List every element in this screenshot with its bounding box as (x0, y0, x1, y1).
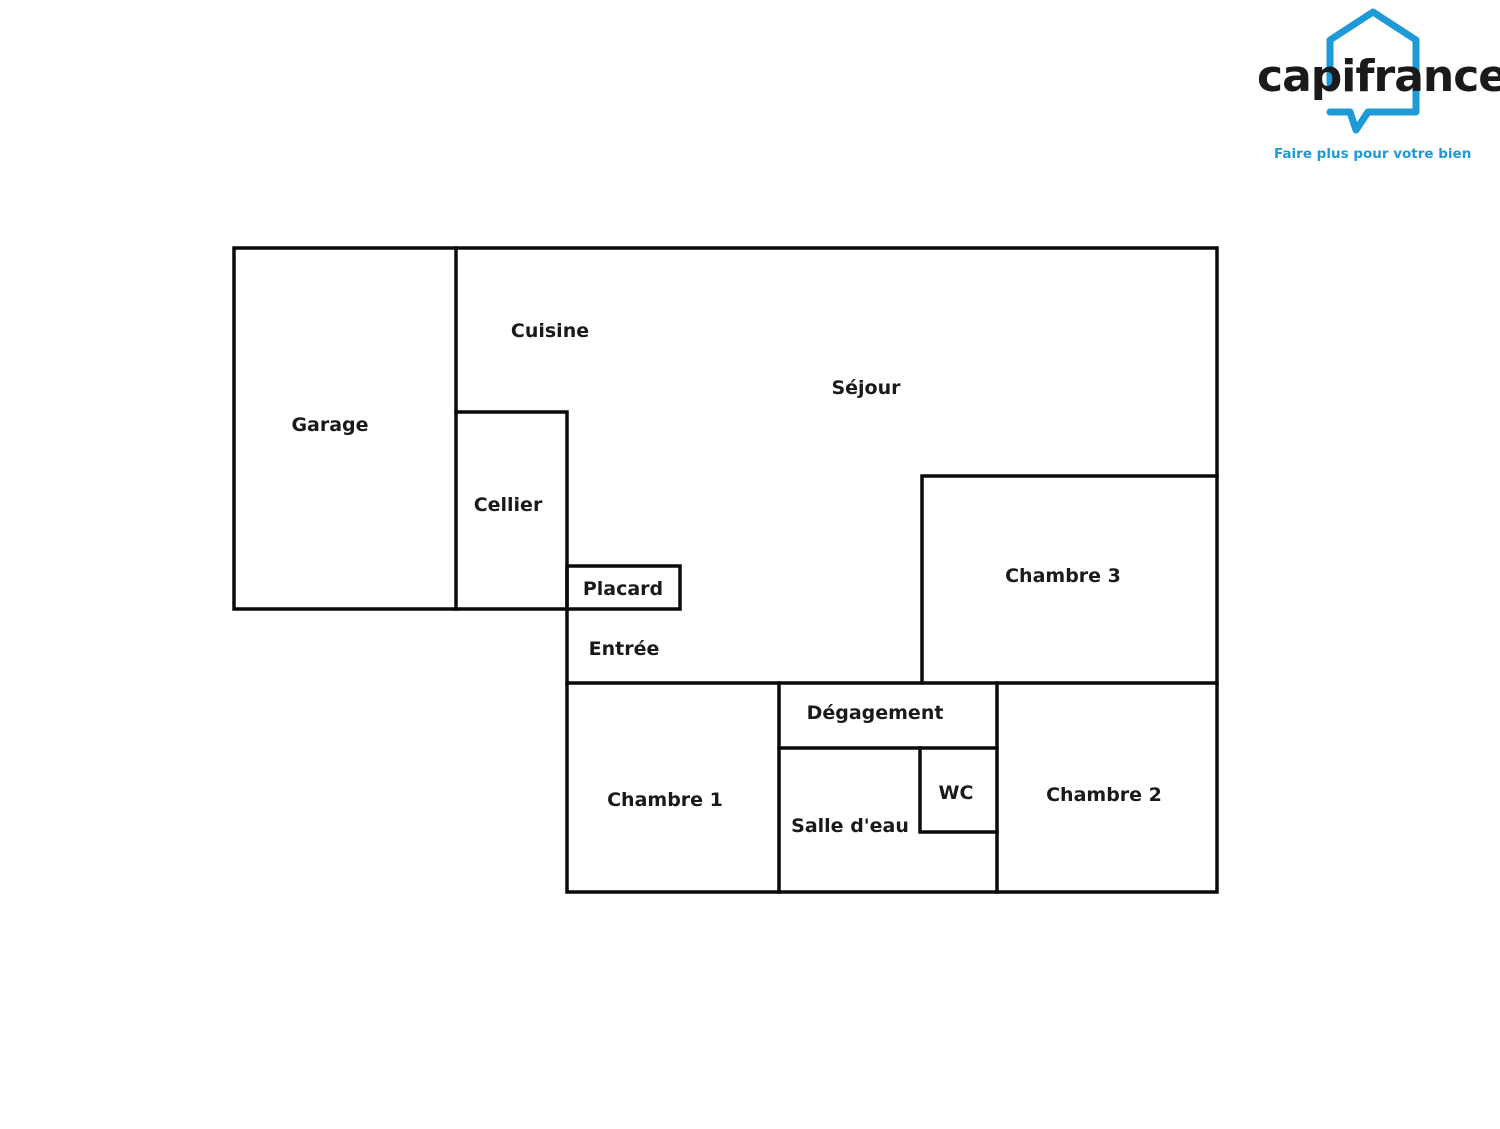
room-label-cuisine: Cuisine (511, 320, 589, 342)
walls (232, 246, 1219, 894)
room-label-chambre3: Chambre 3 (1005, 565, 1121, 587)
outer-wall-main (454, 246, 1219, 894)
logo-wordmark: capifrance (1257, 51, 1500, 102)
chambre3-wall (920, 474, 1219, 685)
logo-tagline: Faire plus pour votre bien (1274, 146, 1471, 162)
capifrance-logo: capifrance Faire plus pour votre bien (1257, 8, 1500, 162)
wc-wall (918, 746, 999, 834)
room-label-wc: WC (939, 782, 974, 804)
room-label-degagement: Dégagement (807, 702, 944, 724)
house-outline-icon (1326, 8, 1420, 134)
room-label-sejour: Séjour (831, 377, 901, 399)
room-label-salle-deau: Salle d'eau (791, 815, 909, 837)
room-label-placard: Placard (583, 578, 663, 600)
placard-room (565, 564, 682, 611)
room-label-chambre1: Chambre 1 (607, 789, 723, 811)
room-labels: Garage Cuisine Séjour Cellier Placard En… (291, 320, 1161, 837)
room-label-cellier: Cellier (474, 494, 543, 516)
room-label-entree: Entrée (589, 638, 660, 660)
garage-room (232, 246, 458, 611)
room-label-chambre2: Chambre 2 (1046, 784, 1162, 806)
cellier-wall (454, 410, 569, 611)
room-label-garage: Garage (291, 414, 368, 436)
